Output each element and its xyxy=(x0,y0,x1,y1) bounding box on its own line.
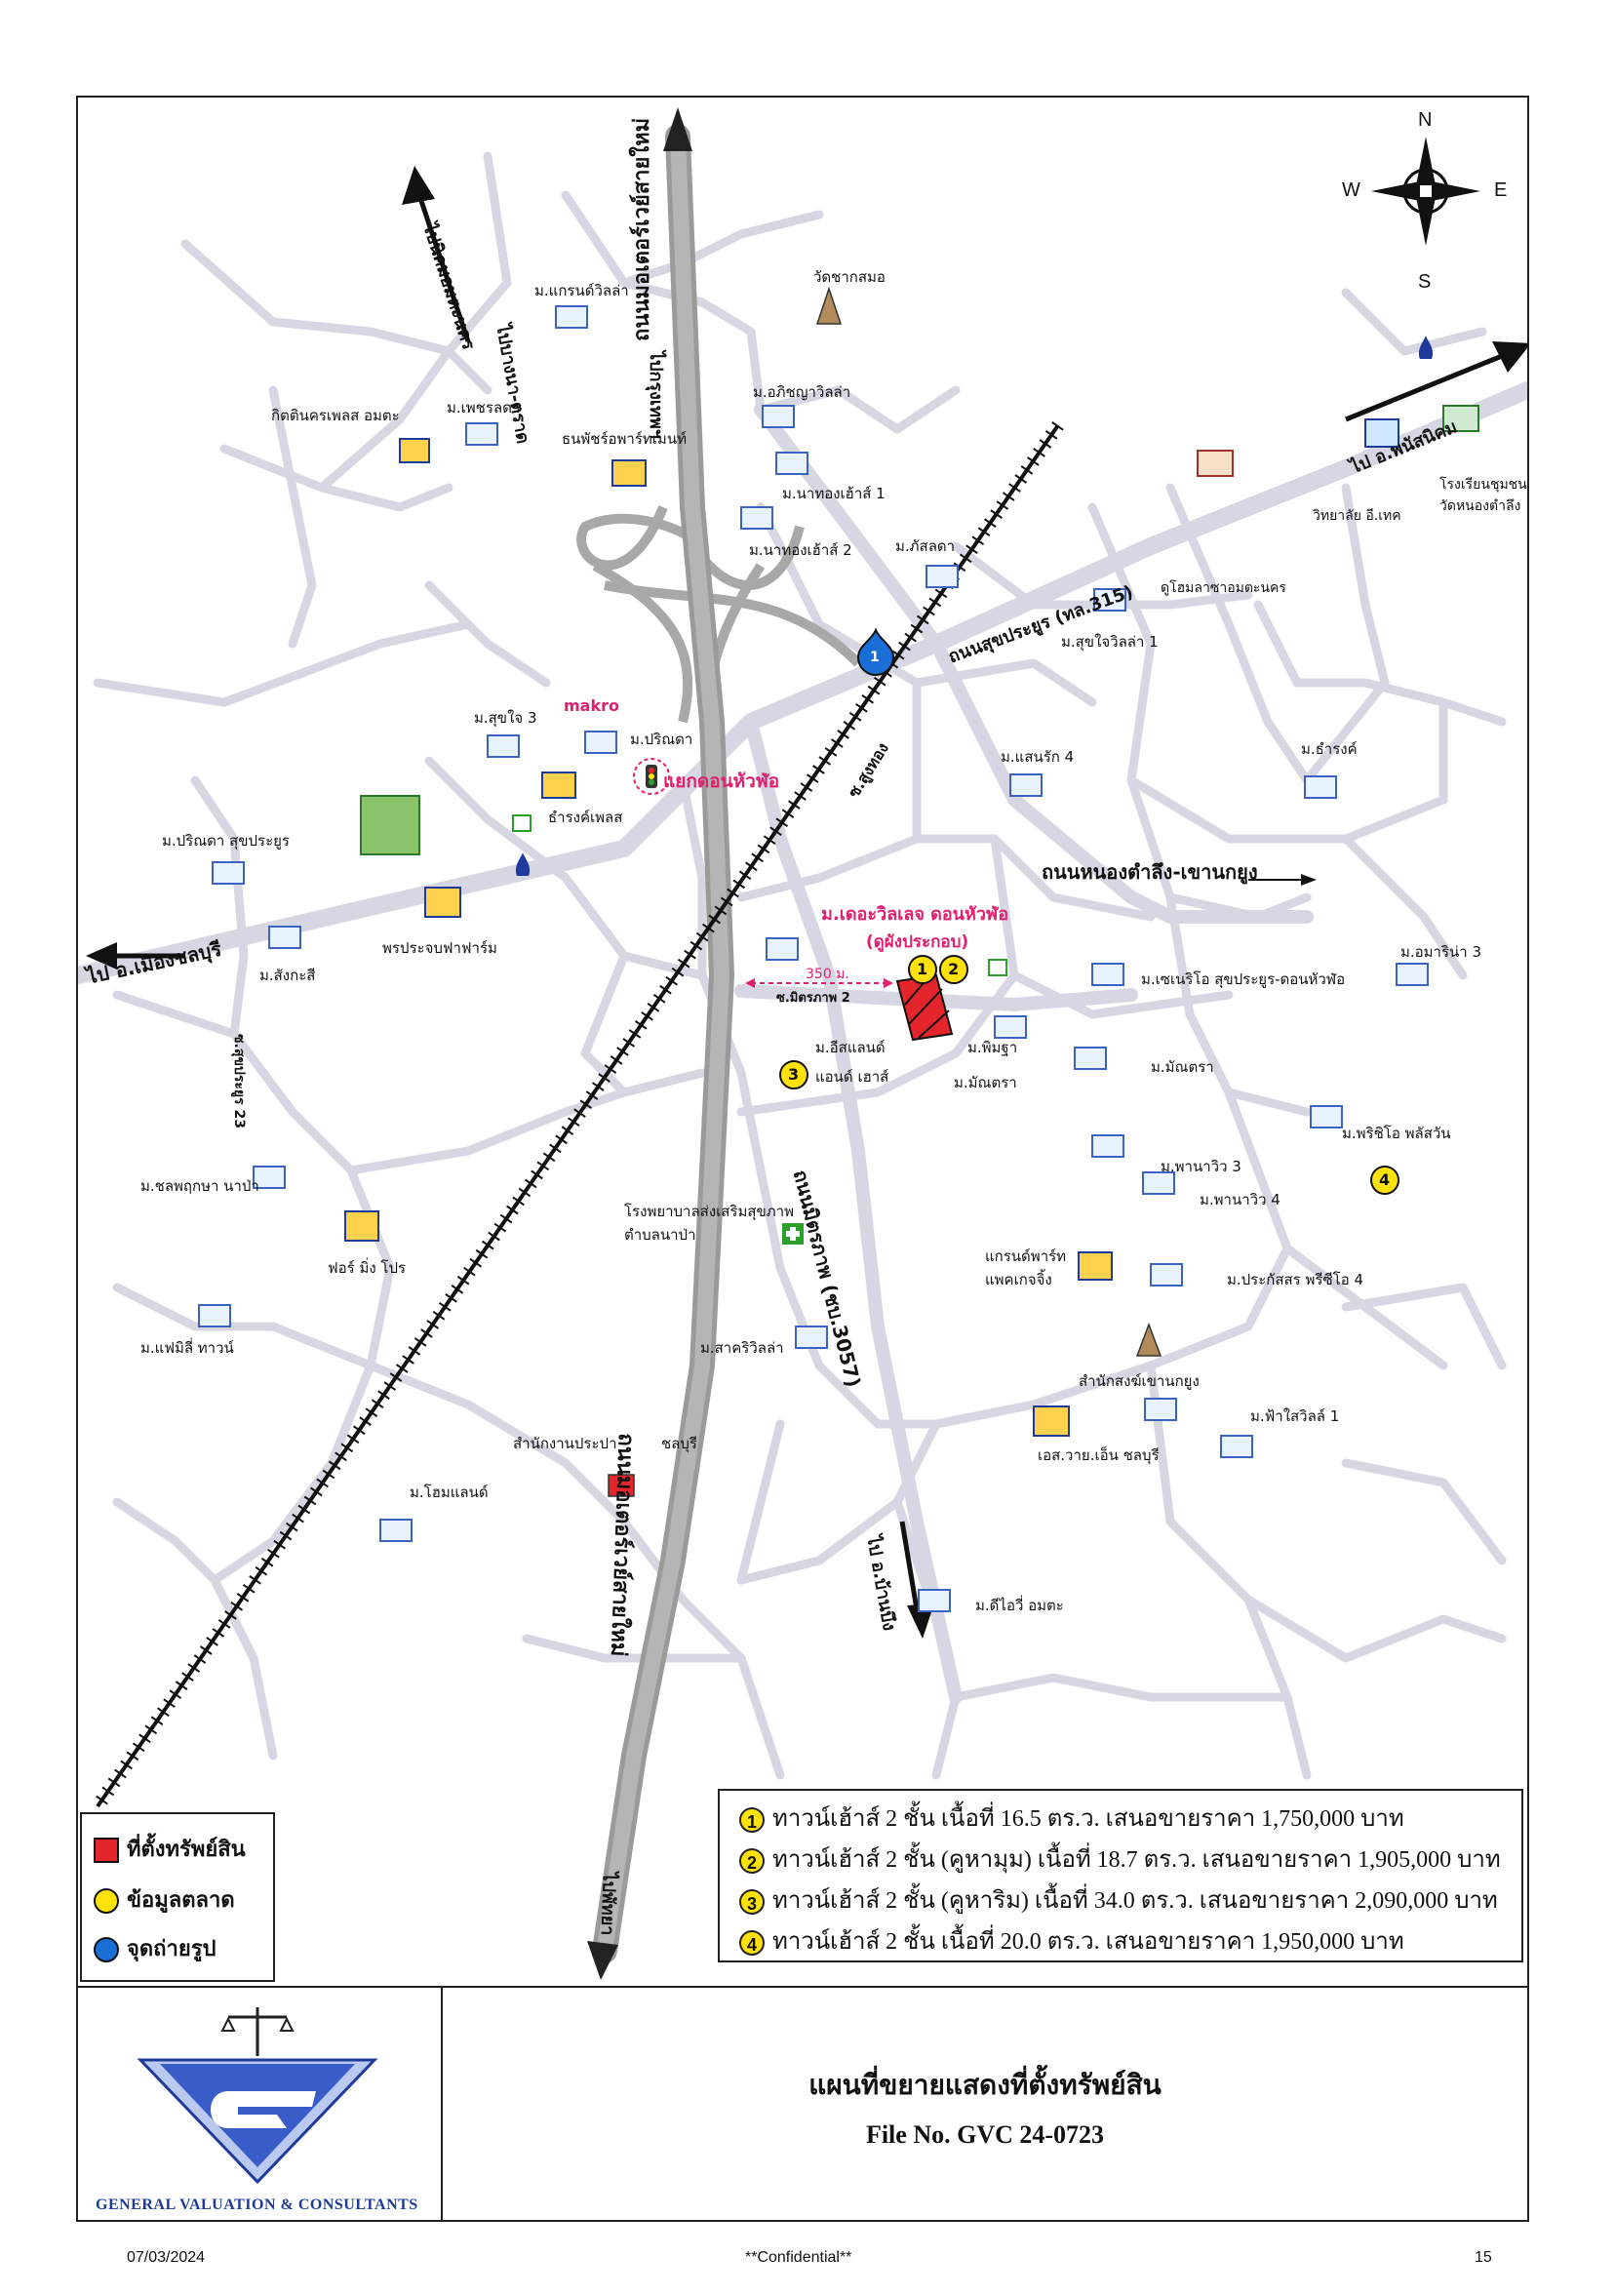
place-label: โรงพยาบาลส่งเสริมสุขภาพ ตำบลนาป่า xyxy=(624,1203,794,1244)
place-label: ธำรงค์เพลส xyxy=(548,809,623,826)
subject-note: (ดูผังประกอบ) xyxy=(866,932,969,952)
junction-label: แยกดอนหัวฬ่อ xyxy=(663,771,780,792)
place-label: ม.ดีไอวี่ อมตะ xyxy=(975,1597,1064,1614)
place-label: ม.พานาวิว 3 xyxy=(1161,1158,1241,1175)
confidential-label: **Confidential** xyxy=(745,2249,852,2266)
location-map: N S W E 1 2 3 4 1 ถนนมอเตอร์เวย์สายใหม่ … xyxy=(78,98,1527,1986)
place-label: ม.มัณตรา xyxy=(1151,1058,1214,1076)
legend-photo: จุดถ่ายรูป xyxy=(94,1931,217,1965)
place-label: ม.อมาริน่า 3 xyxy=(1400,943,1482,961)
legend-subject: ที่ตั้งทรัพย์สิน xyxy=(94,1832,246,1866)
footer-divider xyxy=(441,1988,443,2220)
place-label: ชลบุรี xyxy=(661,1435,697,1452)
file-number: File No. GVC 24-0723 xyxy=(865,2120,1105,2149)
to-bangkok-label: ไปกรุงเทพฯ xyxy=(646,351,666,439)
nongtamlueng-label: ถนนหนองตำลึง-เขานกยูง xyxy=(1042,860,1258,884)
company-name: GENERAL VALUATION & CONSULTANTS xyxy=(96,2197,418,2213)
compass-e: E xyxy=(1494,179,1508,201)
place-label: แอนด์ เฮาส์ xyxy=(815,1068,889,1086)
place-label: พรประจบฟาฟาร์ม xyxy=(382,939,497,957)
legend-market: ข้อมูลตลาด xyxy=(94,1882,235,1917)
compass-rose xyxy=(1371,137,1480,246)
marker-1: 1 xyxy=(917,960,928,978)
marker-3: 3 xyxy=(788,1065,800,1084)
place-label: เอส.วาย.เอ็น ชลบุรี xyxy=(1038,1446,1160,1464)
place-label: ม.นาทองเฮ้าส์ 1 xyxy=(782,485,886,502)
place-label: ม.สุขใจ 3 xyxy=(474,709,537,727)
soi-sukprayoon23-label: ซ.สุขประยูร 23 xyxy=(231,1034,247,1128)
place-label: ม.สังกะสี xyxy=(259,967,316,984)
place-label: ม.สาคริวิลล่า xyxy=(700,1339,784,1357)
place-label: ดูโฮมลาซาอมตะนคร xyxy=(1161,580,1286,596)
place-label: กิตตินครเพลส อมตะ xyxy=(271,407,400,424)
place-label: วัดชากสมอ xyxy=(813,268,886,286)
place-label: ม.ฟ้าใสวิลล์ 1 xyxy=(1250,1407,1340,1425)
makro-label: makro xyxy=(564,696,619,715)
place-label: แกรนด์พาร์ท แพคเกจจิ้ง xyxy=(985,1247,1067,1288)
distance-label: 350 ม. xyxy=(806,967,849,982)
place-label: สำนักงานประปา xyxy=(513,1435,617,1452)
to-pattaya-label: ไปพัทยา xyxy=(596,1872,620,1936)
place-label: ม.พิมฐา xyxy=(967,1039,1018,1056)
place-label: ม.ปริณดา สุขประยูร xyxy=(162,832,290,850)
photo-point-1: 1 xyxy=(870,650,880,665)
photo-point-icon xyxy=(94,1937,119,1962)
page-date: 07/03/2024 xyxy=(127,2249,206,2266)
place-label: โรงเรียนชุมชน วัดหนองตำลึง xyxy=(1439,477,1527,514)
place-label: ม.ประกัสสร พรีซีโอ 4 xyxy=(1227,1271,1364,1288)
compass-n: N xyxy=(1418,109,1433,131)
place-label: ม.สุขใจวิลล่า 1 xyxy=(1061,633,1159,651)
place-label: ม.โฮมแลนด์ xyxy=(410,1484,489,1501)
place-label: ม.อภิชญาวิลล่า xyxy=(753,383,851,401)
company-logo-icon xyxy=(137,2007,378,2185)
place-label: ม.แสนรัก 4 xyxy=(1001,748,1075,766)
expressway-label: ถนนมอเตอร์เวย์สายใหม่ xyxy=(630,117,654,341)
place-label: ม.เพชรลดา xyxy=(447,399,521,416)
place-label: ฟอร์ มิ่ง โปร xyxy=(328,1259,407,1277)
marker-2: 2 xyxy=(948,960,960,978)
place-label: ม.อีสแลนด์ xyxy=(815,1039,886,1056)
road-network xyxy=(78,107,1527,1980)
place-label: ม.ภัสลดา xyxy=(895,537,956,555)
place-label: ม.ธำรงค์ xyxy=(1301,740,1358,758)
place-label: ม.เซเนริโอ สุขประยูร-ดอนหัวฬ่อ xyxy=(1141,970,1346,988)
place-label: ม.มัณตรา xyxy=(954,1074,1017,1091)
marker-4: 4 xyxy=(1379,1170,1391,1189)
compass-s: S xyxy=(1418,271,1432,293)
compass-w: W xyxy=(1342,179,1360,201)
place-label: ม.นาทองเฮ้าส์ 2 xyxy=(749,541,852,559)
subject-name: ม.เดอะวิลเลจ ดอนหัวฬ่อ xyxy=(821,904,1009,925)
subject-swatch-icon xyxy=(94,1838,119,1863)
place-label: ม.แกรนด์วิลล่า xyxy=(534,282,629,299)
place-label: ม.แฟมิลี่ ทาวน์ xyxy=(140,1339,234,1357)
map-title: แผนที่ขยายแสดงที่ตั้งทรัพย์สิน xyxy=(808,2069,1162,2101)
soi-mittraphap2-label: ซ.มิตรภาพ 2 xyxy=(776,991,850,1006)
map-legend: ที่ตั้งทรัพย์สิน ข้อมูลตลาด จุดถ่ายรูป xyxy=(80,1812,275,1982)
title-block: GENERAL VALUATION & CONSULTANTS แผนที่ขย… xyxy=(76,1986,1529,2222)
place-label: ม.ปริณดา xyxy=(630,731,693,748)
place-label: ม.พริชิโอ พลัสวัน xyxy=(1342,1125,1451,1142)
market-marker-icon xyxy=(94,1888,119,1914)
place-label: วิทยาลัย อี.เทค xyxy=(1313,508,1401,524)
page-number: 15 xyxy=(1475,2249,1492,2266)
place-label: ธนพัชร์อพาร์ทเมนท์ xyxy=(562,430,687,448)
place-label: สำนักสงฆ์เขานกยูง xyxy=(1079,1372,1200,1390)
place-label: ม.พานาวิว 4 xyxy=(1200,1191,1280,1208)
place-label: ม.ชลพฤกษา นาป่า xyxy=(140,1177,259,1195)
